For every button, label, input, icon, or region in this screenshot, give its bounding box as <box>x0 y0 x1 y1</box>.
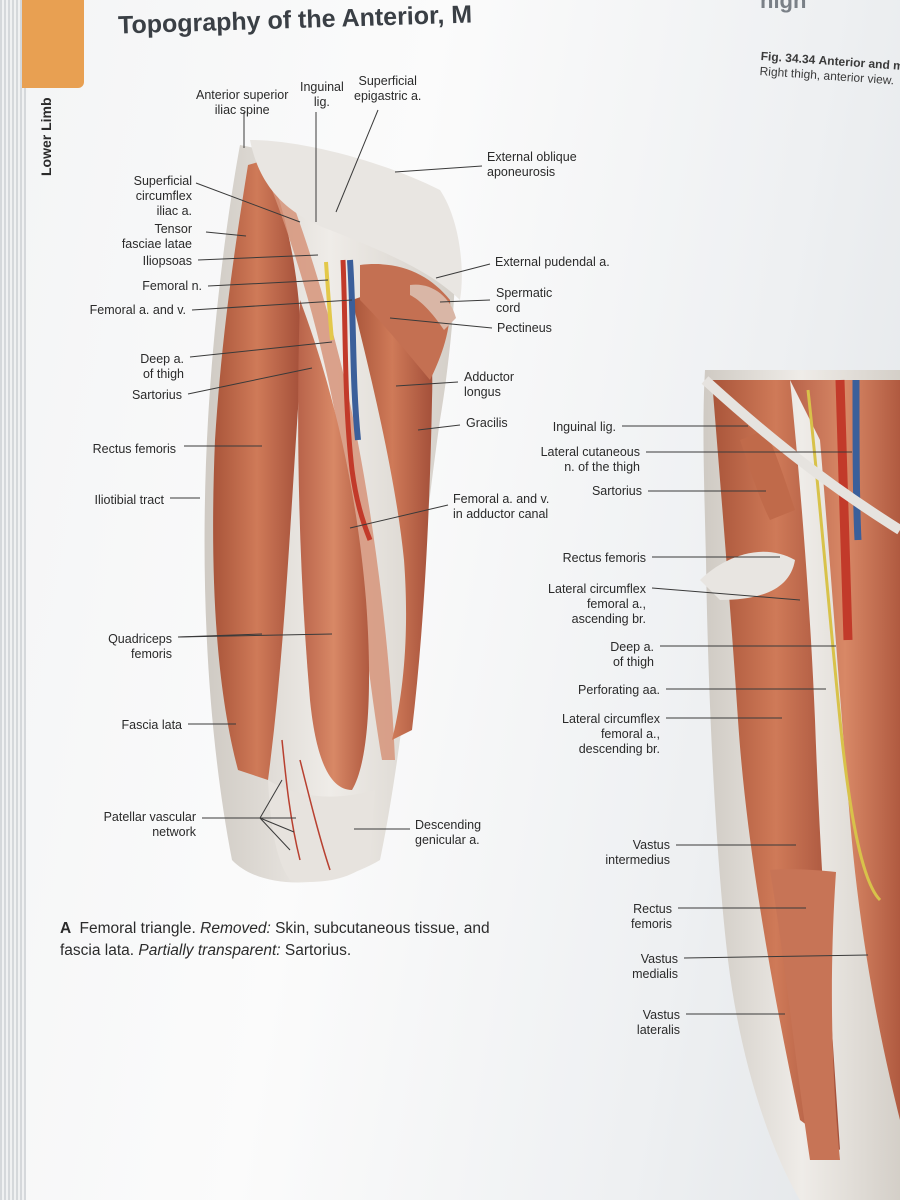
label-b-inguinal-lig: Inguinal lig. <box>552 420 616 434</box>
label-femoral-n: Femoral n. <box>142 279 202 293</box>
label-quadriceps: Quadriceps femoris <box>108 632 172 661</box>
page-stack-edge <box>0 0 26 1200</box>
label-asis: Anterior superior iliac spine <box>196 88 289 117</box>
label-b-vastus-intermedius: Vastus intermedius <box>605 838 670 867</box>
label-b-lateral-cutaneous: Lateral cutaneous n. of the thigh <box>540 445 640 474</box>
label-femoral-adductor-canal: Femoral a. and v. in adductor canal <box>453 492 550 521</box>
label-iliopsoas: Iliopsoas <box>142 254 192 268</box>
caption-transparent-label: Partially transparent: <box>138 942 281 959</box>
panel-a-thigh <box>204 140 462 883</box>
label-b-rectus-femoris-lower: Rectus femoris <box>631 902 672 931</box>
label-b-sartorius: Sartorius <box>591 484 642 498</box>
label-femoral-av: Femoral a. and v. <box>89 303 186 317</box>
caption-letter: A <box>60 920 72 937</box>
label-external-oblique: External oblique aponeurosis <box>487 150 577 179</box>
label-adductor-longus: Adductor longus <box>464 370 515 399</box>
label-pectineus: Pectineus <box>497 321 552 335</box>
label-iliotibial-tract: Iliotibial tract <box>94 493 164 507</box>
label-b-rectus-femoris: Rectus femoris <box>562 551 646 565</box>
figure-caption: A Femoral triangle. Removed: Skin, subcu… <box>60 918 520 962</box>
panel-a-leaders <box>170 109 493 851</box>
label-superficial-epigastric: Superficial epigastric a. <box>354 74 422 103</box>
panel-b-thigh <box>700 370 900 1200</box>
label-rectus-femoris: Rectus femoris <box>92 442 176 456</box>
panel-b-leaders <box>622 425 869 1015</box>
label-gracilis: Gracilis <box>466 416 508 430</box>
label-superficial-circumflex: Superficial circumflex iliac a. <box>133 174 192 218</box>
caption-removed-text: Skin, subcutaneous tissue, and fascia la… <box>60 920 490 959</box>
caption-text: Femoral triangle. <box>79 920 196 937</box>
label-b-vastus-lateralis: Vastus lateralis <box>636 1008 680 1037</box>
chapter-tab <box>22 0 84 88</box>
label-patellar-network: Patellar vascular network <box>103 810 196 839</box>
label-b-vastus-medialis: Vastus medialis <box>632 952 678 981</box>
label-descending-genicular: Descending genicular a. <box>415 818 482 847</box>
label-tensor-fasciae: Tensor fasciae latae <box>121 222 192 251</box>
label-b-deep-a-thigh: Deep a. of thigh <box>610 640 654 669</box>
label-b-lat-circ-ascending: Lateral circumflex femoral a., ascending… <box>548 582 646 626</box>
caption-removed-label: Removed: <box>200 920 271 937</box>
label-sartorius: Sartorius <box>131 388 182 402</box>
page-title-fragment: high <box>760 0 807 13</box>
label-b-lat-circ-descending: Lateral circumflex femoral a., descendin… <box>562 712 660 756</box>
label-spermatic-cord: Spermatic cord <box>496 286 553 315</box>
label-fascia-lata: Fascia lata <box>121 718 182 732</box>
label-deep-a-thigh: Deep a. of thigh <box>140 352 184 381</box>
label-b-perforating: Perforating aa. <box>578 683 660 697</box>
label-external-pudendal: External pudendal a. <box>495 255 610 269</box>
label-inguinal-lig: Inguinal lig. <box>300 80 344 109</box>
caption-transparent-text: Sartorius. <box>284 942 352 959</box>
